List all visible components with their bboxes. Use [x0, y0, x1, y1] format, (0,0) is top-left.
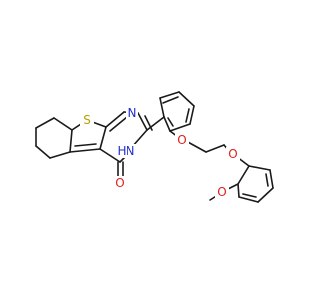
atom-label-o-ether-2: O [228, 147, 237, 161]
atom-label-h: H [117, 144, 126, 158]
atom-label-n2: N [126, 144, 135, 158]
atom-oxygen-ether-2: O [226, 147, 240, 161]
atom-label-o-methoxy: O [217, 185, 226, 199]
atom-label-o-carbonyl: O [115, 176, 124, 190]
atom-sulfur: S [80, 112, 94, 128]
chemical-structure: S N N H O O O O [35, 91, 274, 203]
atom-label-s: S [83, 113, 91, 127]
atom-nitrogen-1: N [126, 106, 138, 120]
atom-oxygen-ether-1: O [175, 133, 189, 147]
atom-oxygen-methoxy: O [215, 185, 229, 199]
atom-labels: S N N H O O O O [80, 106, 240, 199]
atom-oxygen-carbonyl: O [113, 176, 127, 190]
atom-label-o-ether-1: O [177, 133, 186, 147]
atom-hydrogen: H [117, 144, 127, 158]
atom-label-n1: N [128, 106, 137, 120]
